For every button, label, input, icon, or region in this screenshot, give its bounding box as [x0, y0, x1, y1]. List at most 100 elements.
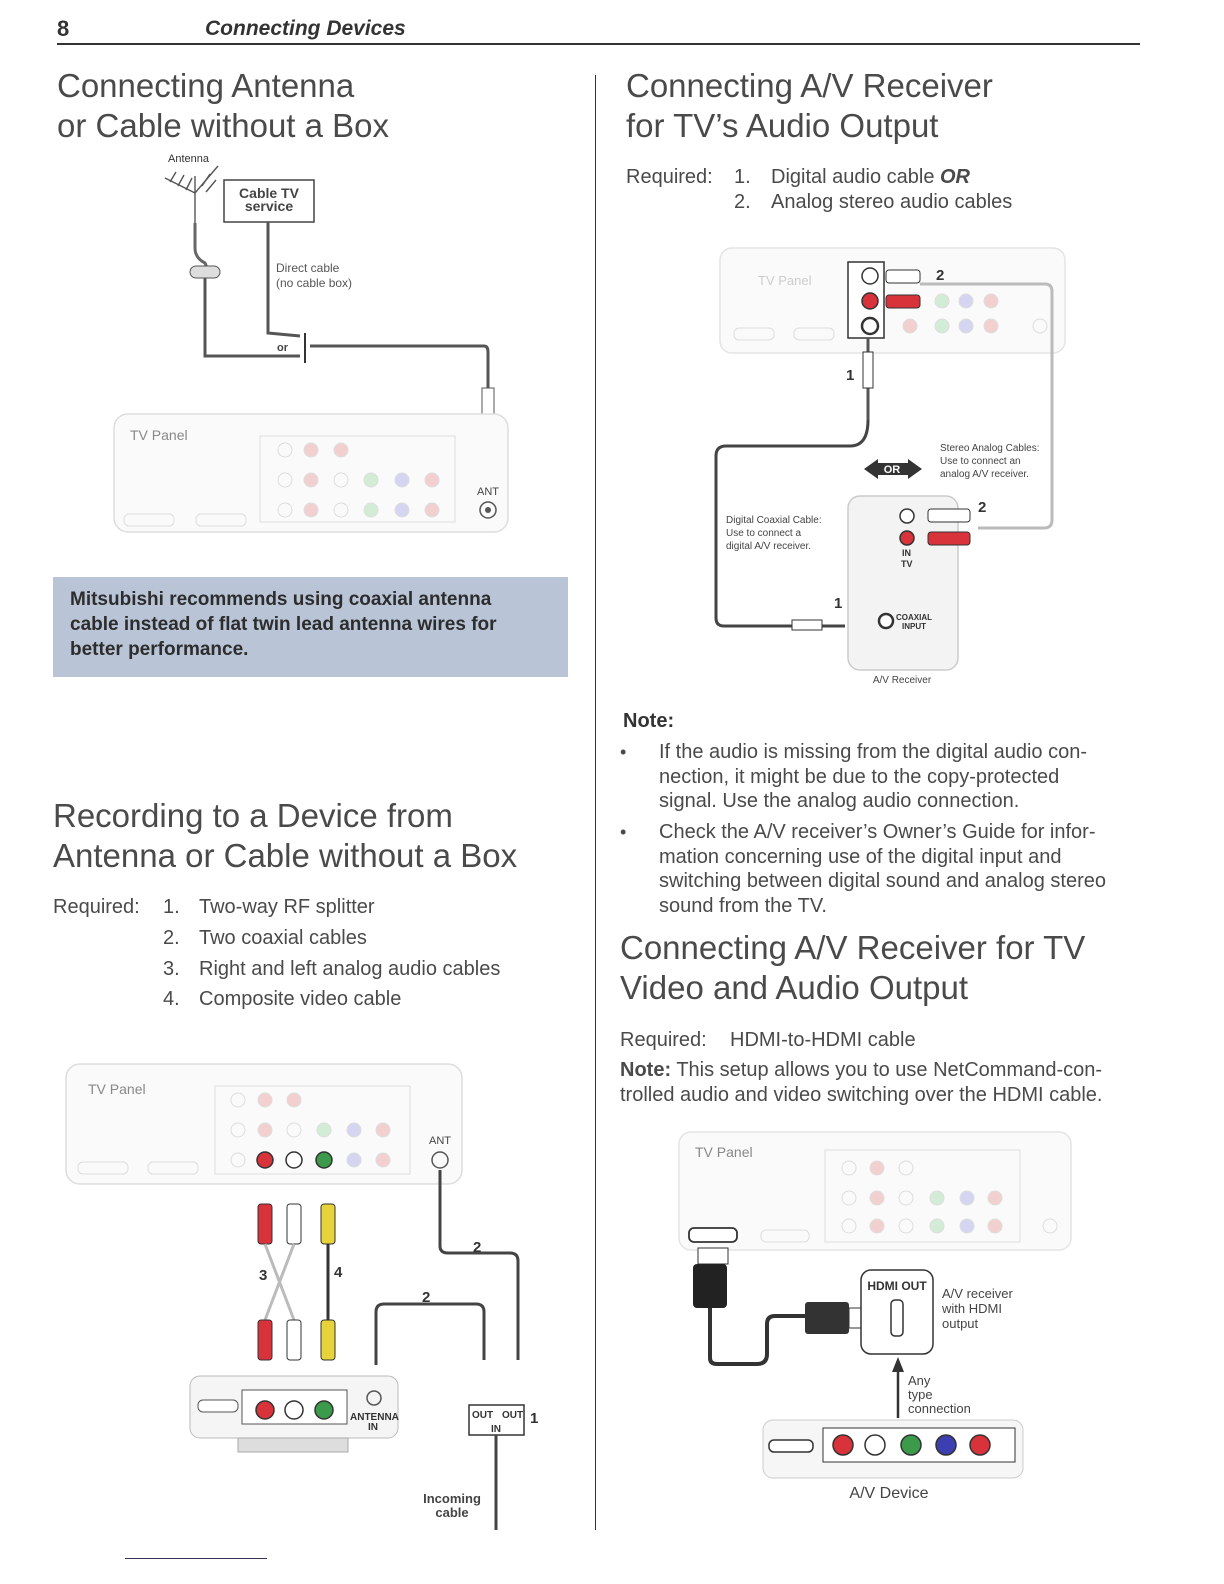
stereo-cable	[920, 282, 1054, 530]
ant-label: ANT	[429, 1135, 451, 1147]
hdmi-cable	[708, 1308, 805, 1366]
callout-1: 1	[530, 1410, 538, 1427]
tv-jack-grid	[733, 293, 1048, 341]
required-item: Right and left analog audio cables	[199, 958, 501, 980]
coax-note-line: Digital Coaxial Cable:	[726, 515, 822, 526]
antenna-section-title: Connecting Antenna or Cable without a Bo…	[57, 66, 389, 146]
required-num: 2.	[734, 191, 751, 213]
audio-l-jack	[285, 1151, 303, 1169]
coax-cable	[310, 344, 490, 388]
antenna-in-jack	[366, 1390, 382, 1406]
rca-plug-r	[885, 294, 921, 309]
rca-cables	[257, 1203, 336, 1361]
receiver-desc: A/V receiver	[942, 1286, 1013, 1301]
coaxial-input-label: COAXIAL	[896, 613, 932, 622]
required-num: 3.	[163, 958, 180, 980]
tv-panel-label: TV Panel	[758, 273, 812, 288]
required-label: Required:	[620, 1029, 707, 1051]
recommendation-box: Mitsubishi recommends using coaxial ante…	[53, 577, 568, 677]
callout-3: 3	[259, 1267, 267, 1284]
or-label: or	[277, 342, 289, 354]
column-divider	[595, 75, 596, 1530]
tv-jack-grid	[77, 1085, 411, 1175]
cable-service-cable	[266, 222, 301, 338]
note-line: switching between digital sound and anal…	[659, 870, 1106, 892]
audio-diagram: TV Panel 2 1 OR Stereo Analog Cables: Us…	[714, 247, 1066, 686]
ant-jack	[431, 1151, 449, 1169]
cable-service-line: service	[245, 198, 293, 214]
stereo-note-line: analog A/V receiver.	[940, 469, 1029, 480]
antenna-in-label: IN	[368, 1422, 378, 1433]
hdmi-out-label: HDMI OUT	[867, 1279, 927, 1293]
direct-cable-label: Direct cable	[276, 261, 340, 275]
coax-cable-tv	[438, 1170, 520, 1360]
hdmi-section-title: Connecting A/V Receiver for TV Video and…	[620, 928, 1085, 1008]
required-item: HDMI-to-HDMI cable	[730, 1029, 916, 1051]
required-label: Required:	[626, 166, 713, 188]
callout-4: 4	[334, 1264, 343, 1281]
page-number: 8	[57, 16, 70, 41]
bullet-icon: •	[620, 742, 627, 762]
callout-2-top: 2	[936, 267, 944, 284]
coaxial-input-label: INPUT	[902, 622, 926, 631]
rf-splitter	[468, 1404, 525, 1436]
arrow-up-icon	[892, 1357, 904, 1372]
item-emphasis: OR	[940, 166, 970, 188]
any-type-label: Any	[908, 1373, 931, 1388]
digital-cable-run	[714, 419, 870, 628]
antenna-diagram: Antenna Cable TV service or Direct cable…	[113, 153, 509, 533]
tv-label: TV	[901, 559, 913, 569]
stereo-note-line: Stereo Analog Cables:	[940, 443, 1040, 454]
note-bullet: Check the A/V receiver’s Owner’s Guide f…	[659, 820, 1106, 918]
cable-service-line: Cable TV	[239, 185, 300, 201]
note-heading: Note:	[623, 710, 675, 732]
note-line: This setup allows you to use NetCommand-…	[676, 1059, 1103, 1081]
callout-1-bottom: 1	[834, 595, 842, 612]
callout-2: 2	[422, 1289, 430, 1306]
receiver-desc: with HDMI	[941, 1301, 1002, 1316]
splitter-in: IN	[491, 1424, 501, 1435]
title-line: Connecting A/V Receiver	[626, 67, 993, 104]
required-num: 2.	[163, 927, 180, 949]
any-type-label: type	[908, 1387, 933, 1402]
hdmi-port-icon	[197, 1399, 239, 1413]
tv-panel-label: TV Panel	[130, 427, 188, 443]
title-line: Antenna or Cable without a Box	[53, 837, 518, 874]
note-label: Note:	[620, 1059, 672, 1081]
header-rule	[57, 43, 1140, 45]
title-line: or Cable without a Box	[57, 107, 390, 144]
splitter-out: OUT	[472, 1410, 493, 1421]
note-line: signal. Use the analog audio connection.	[659, 790, 1020, 812]
bullet-icon: •	[620, 822, 627, 842]
hdmi-plug	[693, 1264, 727, 1308]
note-bullet: If the audio is missing from the digital…	[659, 740, 1087, 814]
ant-jack	[479, 501, 497, 519]
note-line: nection, it might be due to the copy-pro…	[659, 765, 1060, 788]
required-item: Two coaxial cables	[199, 927, 367, 949]
note-line: trolled audio and video switching over t…	[620, 1083, 1103, 1106]
ant-label: ANT	[477, 486, 499, 498]
incoming-label: Incoming	[423, 1491, 481, 1506]
hdmi-port-icon	[688, 1227, 738, 1243]
note-line: mation concerning use of the digital inp…	[659, 845, 1062, 868]
tv-panel-label: TV Panel	[88, 1081, 146, 1097]
balun-adapter	[189, 265, 221, 279]
hdmi-port-icon	[768, 1439, 814, 1453]
title-line: Connecting A/V Receiver for TV	[620, 929, 1086, 966]
required-item: Digital audio cable OR	[771, 166, 970, 189]
section-header: Connecting Devices	[205, 17, 406, 40]
note-line: sound from the TV.	[659, 894, 827, 917]
in-label: IN	[902, 548, 911, 558]
audio-section-title: Connecting A/V Receiver for TV’s Audio O…	[626, 66, 993, 146]
splitter-out: OUT	[502, 1410, 523, 1421]
required-label: Required:	[53, 896, 140, 918]
note-line: Check the A/V receiver’s Owner’s Guide f…	[659, 821, 1096, 843]
callout-1-top: 1	[846, 367, 854, 384]
antenna-in-label: ANTENNA	[350, 1412, 399, 1423]
note-line: If the audio is missing from the digital…	[659, 741, 1087, 763]
callout-2-right: 2	[978, 499, 986, 516]
incoming-label: cable	[435, 1505, 468, 1520]
title-line: Recording to a Device from	[53, 797, 453, 834]
hdmi-jack	[890, 1299, 904, 1337]
receiver-label: A/V Receiver	[873, 675, 932, 686]
